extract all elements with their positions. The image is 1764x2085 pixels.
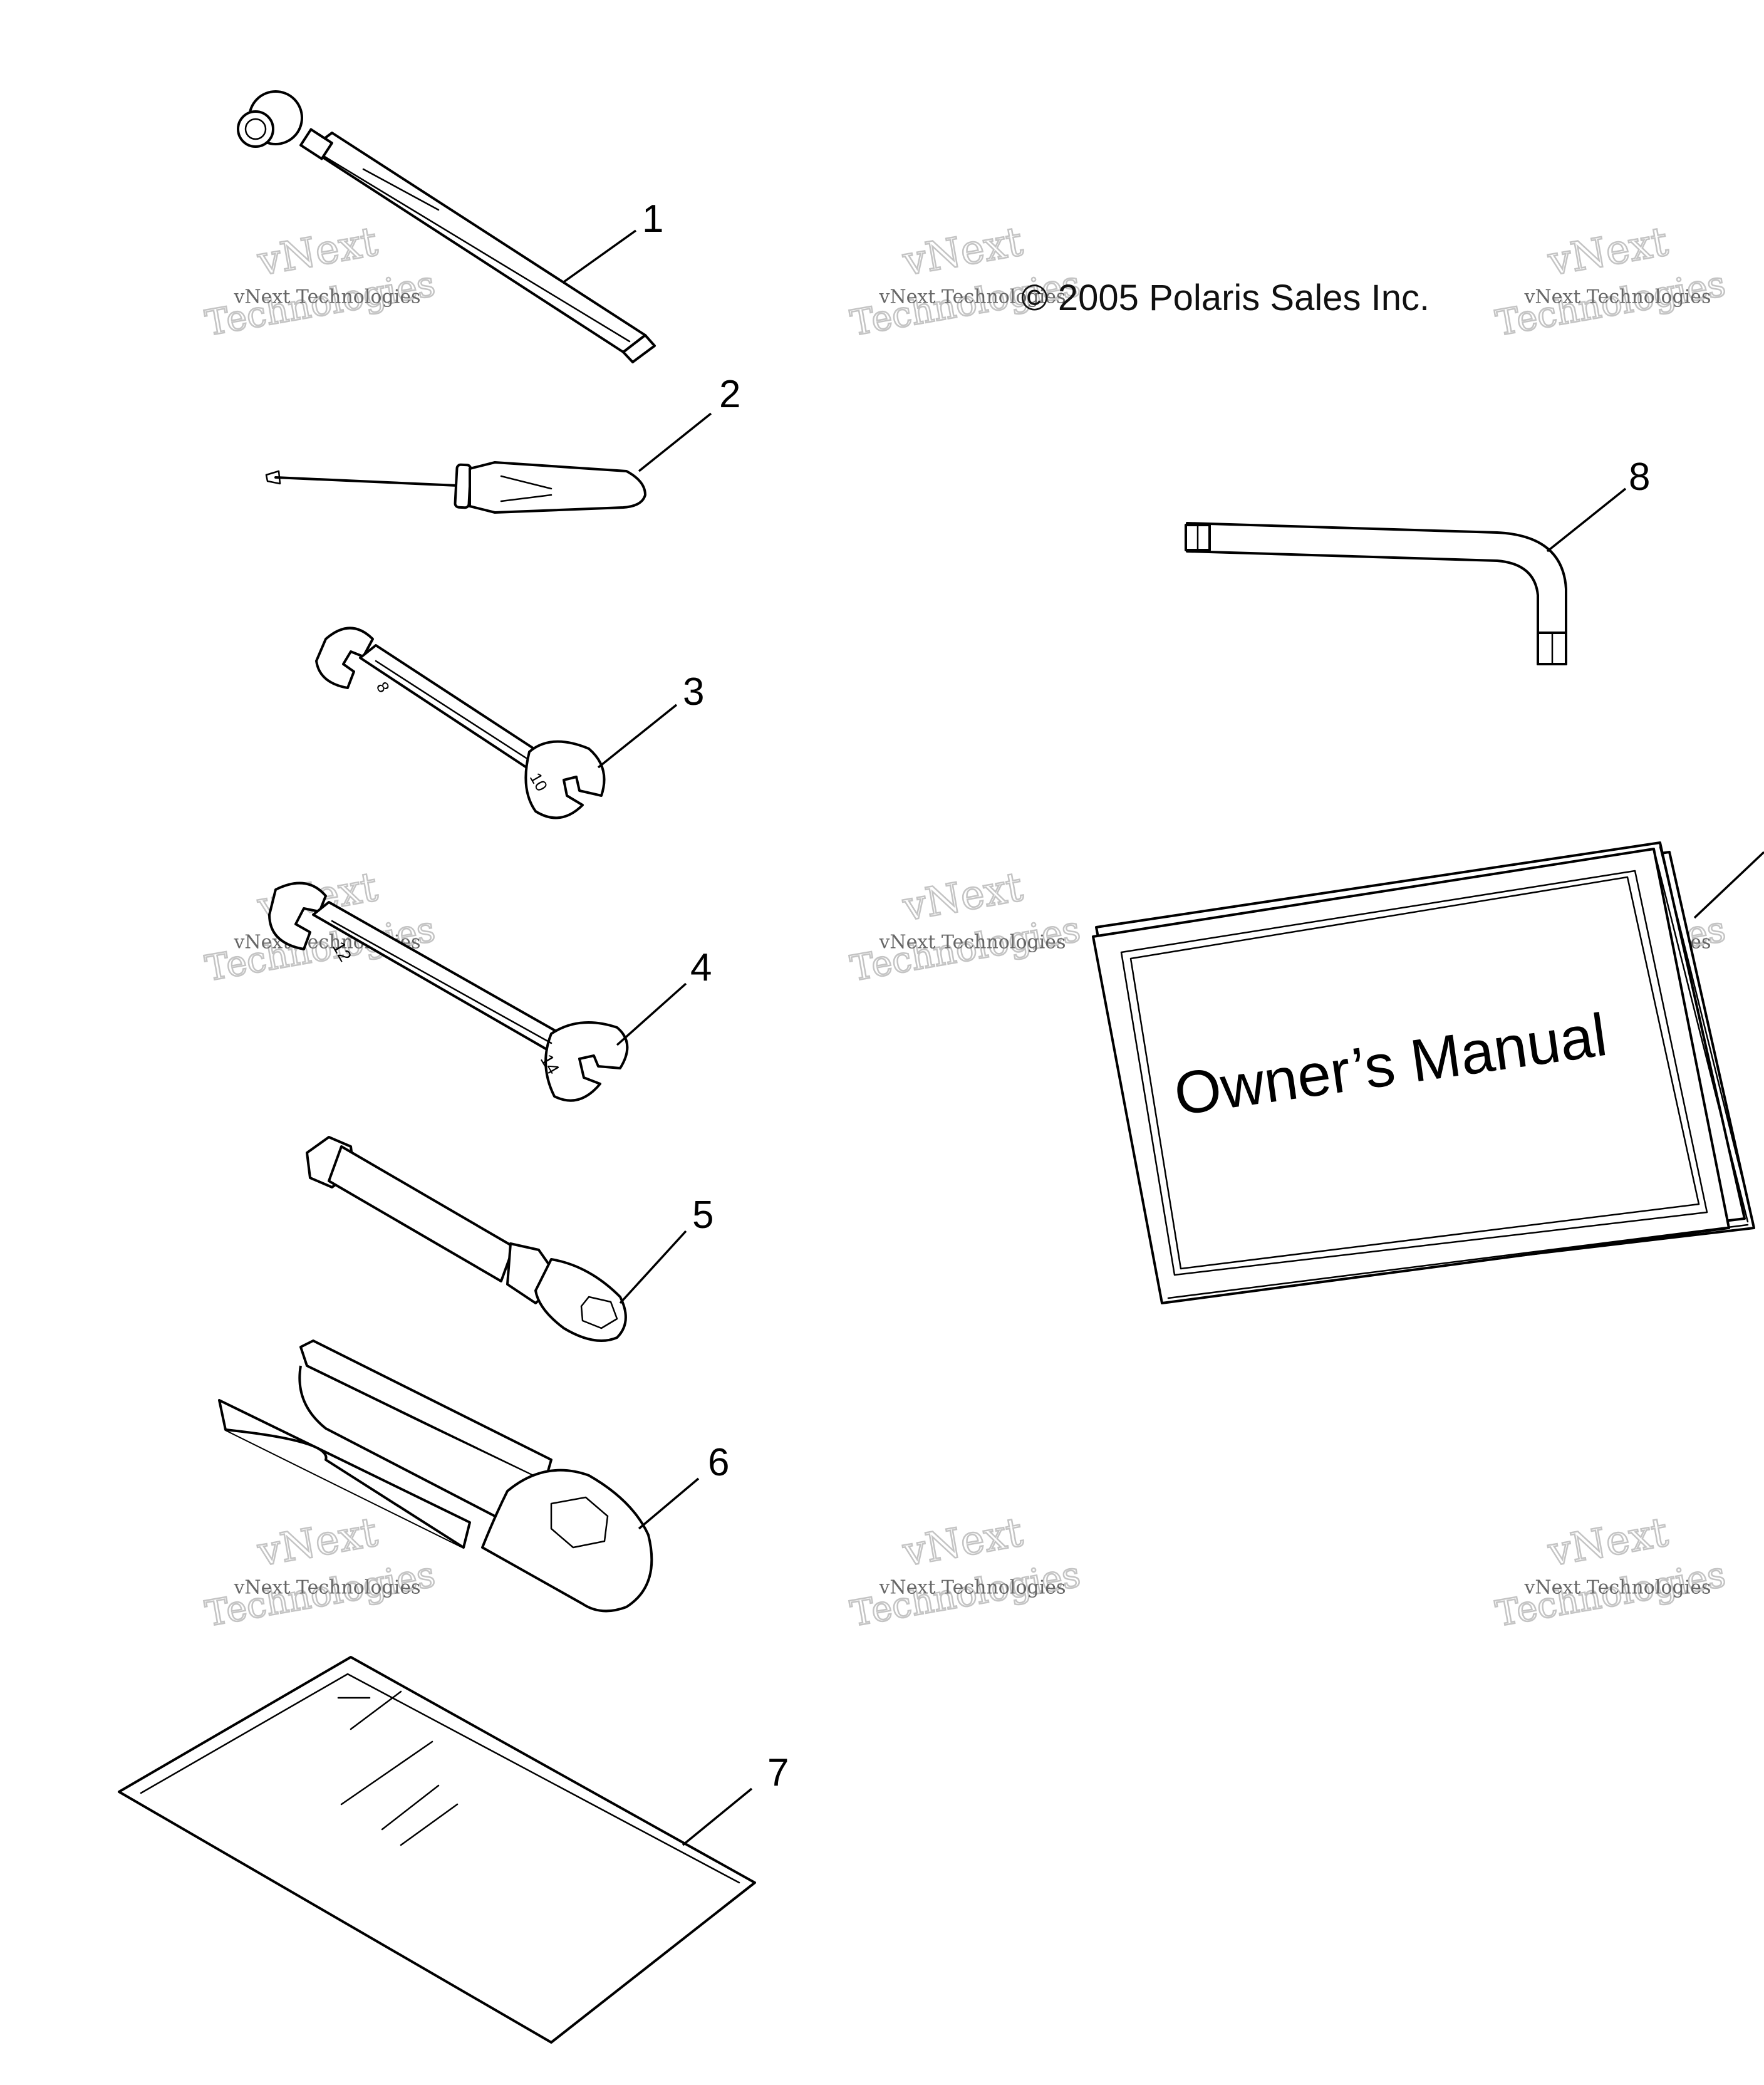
watermark: vNext Technologies vNext Technologies <box>847 863 1084 991</box>
watermark-caption: vNext Technologies <box>233 286 420 308</box>
owners-manual-icon: Owner’s Manual <box>1092 841 1764 1304</box>
watermark: vNext Technologies vNext Technologies <box>1492 1509 1730 1636</box>
callout-2: 2 <box>719 373 740 416</box>
hex-key-icon <box>1185 487 1627 665</box>
watermark: vNext Technologies vNext Technologies <box>1492 218 1730 345</box>
watermark-caption: vNext Technologies <box>233 1576 420 1598</box>
copyright-notice: © 2005 Polaris Sales Inc. <box>1021 278 1429 318</box>
watermark: vNext Technologies vNext Technologies <box>202 863 439 991</box>
callout-7: 7 <box>767 1751 789 1794</box>
callout-3: 3 <box>683 670 704 714</box>
screwdriver-icon <box>265 412 712 514</box>
callout-5: 5 <box>692 1193 713 1237</box>
open-end-wrench-icon: 12 14 <box>268 881 687 1102</box>
wrench-size-8: 8 <box>373 679 393 696</box>
callout-1: 1 <box>642 197 663 241</box>
tire-pressure-gauge-icon <box>237 90 656 363</box>
watermark: vNext Technologies vNext Technologies <box>847 1509 1084 1636</box>
callout-6: 6 <box>708 1441 729 1484</box>
watermark-caption: vNext Technologies <box>878 1576 1066 1598</box>
spanner-tool-icon <box>218 1339 700 1613</box>
callout-4: 4 <box>690 946 712 989</box>
watermark: vNext Technologies vNext Technologies <box>202 1509 439 1636</box>
callout-8: 8 <box>1629 455 1650 499</box>
watermark: vNext Technologies vNext Technologies <box>202 218 439 345</box>
spark-plug-socket-icon <box>306 1136 687 1342</box>
watermark-caption: vNext Technologies <box>878 931 1066 953</box>
watermark-caption: vNext Technologies <box>1523 286 1711 308</box>
watermark-caption: vNext Technologies <box>878 286 1066 308</box>
open-end-wrench-icon: 8 10 <box>315 627 678 819</box>
tool-bag-icon <box>118 1656 756 2044</box>
watermark-caption: vNext Technologies <box>1523 1576 1711 1598</box>
